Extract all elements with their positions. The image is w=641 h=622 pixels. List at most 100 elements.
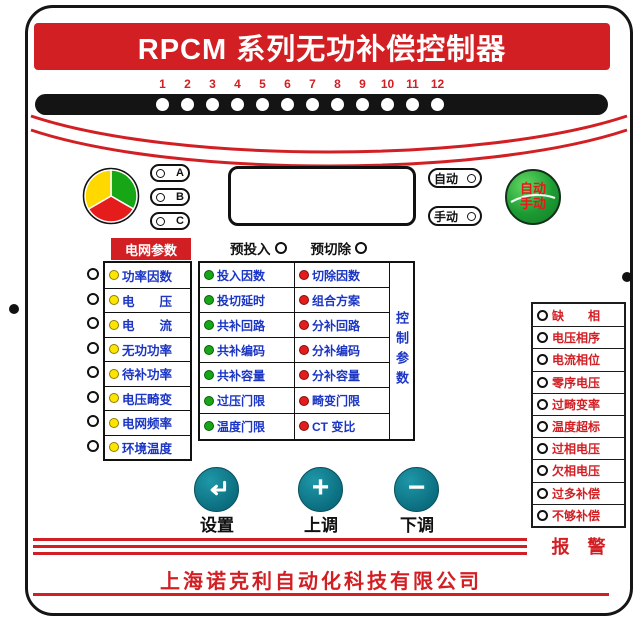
alarm-label: 电压相序 <box>552 331 601 346</box>
green-led <box>204 270 214 281</box>
auto-mode-led <box>467 173 476 183</box>
auto-manual-button-top-label: 自动 <box>519 181 546 197</box>
yellow-led <box>109 270 119 281</box>
alarm-row: 不够补偿 <box>533 503 624 526</box>
grid-param-led <box>87 341 99 354</box>
control-param-label: 分补编码 <box>312 343 361 358</box>
control-param-cell: 温度门限 <box>200 413 295 439</box>
control-param-cell: 过压门限 <box>200 388 295 414</box>
control-params-table: 控制参数 投入因数 切除因数 投切延时 组合方案 共补回路 分补回路 共补编码 <box>198 261 415 441</box>
channel-led <box>256 98 269 111</box>
grid-param-row: 无功功率 <box>105 336 190 362</box>
decor-line <box>33 545 527 548</box>
grid-param-label: 待补功率 <box>122 368 173 383</box>
alarm-list: 缺 相 电压相序 电流相位 零序电压 过畸变率 温度超标 过相电压 欠相电压 <box>531 302 626 528</box>
control-param-cell: 共补回路 <box>200 313 295 339</box>
alarm-led <box>537 332 548 344</box>
control-param-label: 切除因数 <box>312 268 361 283</box>
grid-param-row: 电 流 <box>105 312 190 337</box>
grid-param-led <box>87 366 99 379</box>
yellow-led <box>109 417 119 428</box>
alarm-row: 过畸变率 <box>533 392 624 415</box>
yellow-led <box>109 319 119 330</box>
up-button-label: 上调 <box>304 516 338 535</box>
channel-led <box>206 98 219 111</box>
alarm-row: 缺 相 <box>533 304 624 326</box>
channel-led <box>231 98 244 111</box>
channel-number: 4 <box>234 77 241 91</box>
mount-hole-right <box>622 272 632 282</box>
pre-in-led <box>274 242 287 254</box>
phase-a-led <box>156 168 165 178</box>
minus-icon: − <box>407 470 426 504</box>
phase-b-label: B <box>176 191 184 203</box>
down-button-label: 下调 <box>400 516 434 535</box>
grid-param-led <box>87 439 99 452</box>
alarm-led <box>537 398 548 410</box>
grid-param-label: 无功功率 <box>122 343 173 358</box>
channel-led <box>156 98 169 111</box>
down-button[interactable]: − <box>394 467 439 512</box>
control-param-label: 共补容量 <box>217 368 266 383</box>
alarm-led <box>537 309 548 321</box>
alarm-led <box>537 509 548 521</box>
grid-params-header: 电网参数 <box>111 238 191 260</box>
auto-manual-button-bottom-label: 手动 <box>519 196 546 211</box>
green-led <box>204 320 214 331</box>
channel-led-bar <box>35 94 608 115</box>
channel-led <box>306 98 319 111</box>
pre-in-label: 预投入 <box>230 242 271 257</box>
phase-pie-indicator <box>82 167 140 225</box>
channel-numbers: 1 2 3 4 5 6 7 8 9 10 11 12 <box>150 77 450 91</box>
control-param-label: 分补容量 <box>312 368 361 383</box>
green-led <box>204 295 214 306</box>
channel-number: 8 <box>334 77 341 91</box>
up-button[interactable]: + <box>298 467 343 512</box>
alarm-row: 电压相序 <box>533 326 624 348</box>
alarm-label: 电流相位 <box>552 353 601 368</box>
control-param-label: 畸变门限 <box>312 394 361 409</box>
phase-channel-indicators: A B C <box>150 164 190 230</box>
grid-params-select-leds <box>87 262 99 458</box>
manual-mode-indicator: 手动 <box>428 206 482 226</box>
green-led <box>204 370 214 381</box>
grid-param-row: 电 压 <box>105 287 190 313</box>
page-title: RPCM 系列无功补偿控制器 <box>137 33 507 66</box>
yellow-led <box>109 295 119 306</box>
grid-param-row: 电压畸变 <box>105 385 190 411</box>
pre-out-led <box>355 242 367 254</box>
yellow-led <box>109 344 119 355</box>
alarm-led <box>537 354 548 366</box>
auto-manual-button[interactable]: 自动 手动 <box>505 169 561 225</box>
yellow-led <box>109 393 119 404</box>
channel-number: 11 <box>406 77 419 91</box>
green-led <box>204 395 214 406</box>
red-led <box>299 295 309 306</box>
channel-leds <box>150 94 450 115</box>
control-param-cell: 分补回路 <box>295 313 390 339</box>
decor-line <box>33 552 527 555</box>
alarm-label: 温度超标 <box>552 420 601 435</box>
phase-b-indicator: B <box>150 188 190 206</box>
grid-param-row: 环境温度 <box>105 434 190 460</box>
channel-number: 2 <box>184 77 191 91</box>
channel-number: 3 <box>209 77 216 91</box>
control-param-label: 温度门限 <box>217 419 266 434</box>
alarm-led <box>537 465 548 477</box>
grid-param-row: 电网频率 <box>105 410 190 435</box>
control-param-cell: 分补编码 <box>295 338 390 364</box>
control-param-cell: 投入因数 <box>200 263 295 289</box>
set-button[interactable] <box>194 467 239 512</box>
control-param-cell: 共补容量 <box>200 363 295 389</box>
alarm-row: 过相电压 <box>533 437 624 459</box>
green-led <box>204 421 214 432</box>
grid-param-led <box>87 268 99 281</box>
alarm-label: 过畸变率 <box>552 397 601 412</box>
decor-line <box>33 538 527 541</box>
control-param-label: 过压门限 <box>217 394 266 409</box>
plus-icon: + <box>311 470 330 504</box>
grid-param-row: 功率因数 <box>105 263 190 288</box>
red-led <box>299 395 309 406</box>
grid-param-led <box>87 317 99 330</box>
alarm-led <box>537 443 548 455</box>
